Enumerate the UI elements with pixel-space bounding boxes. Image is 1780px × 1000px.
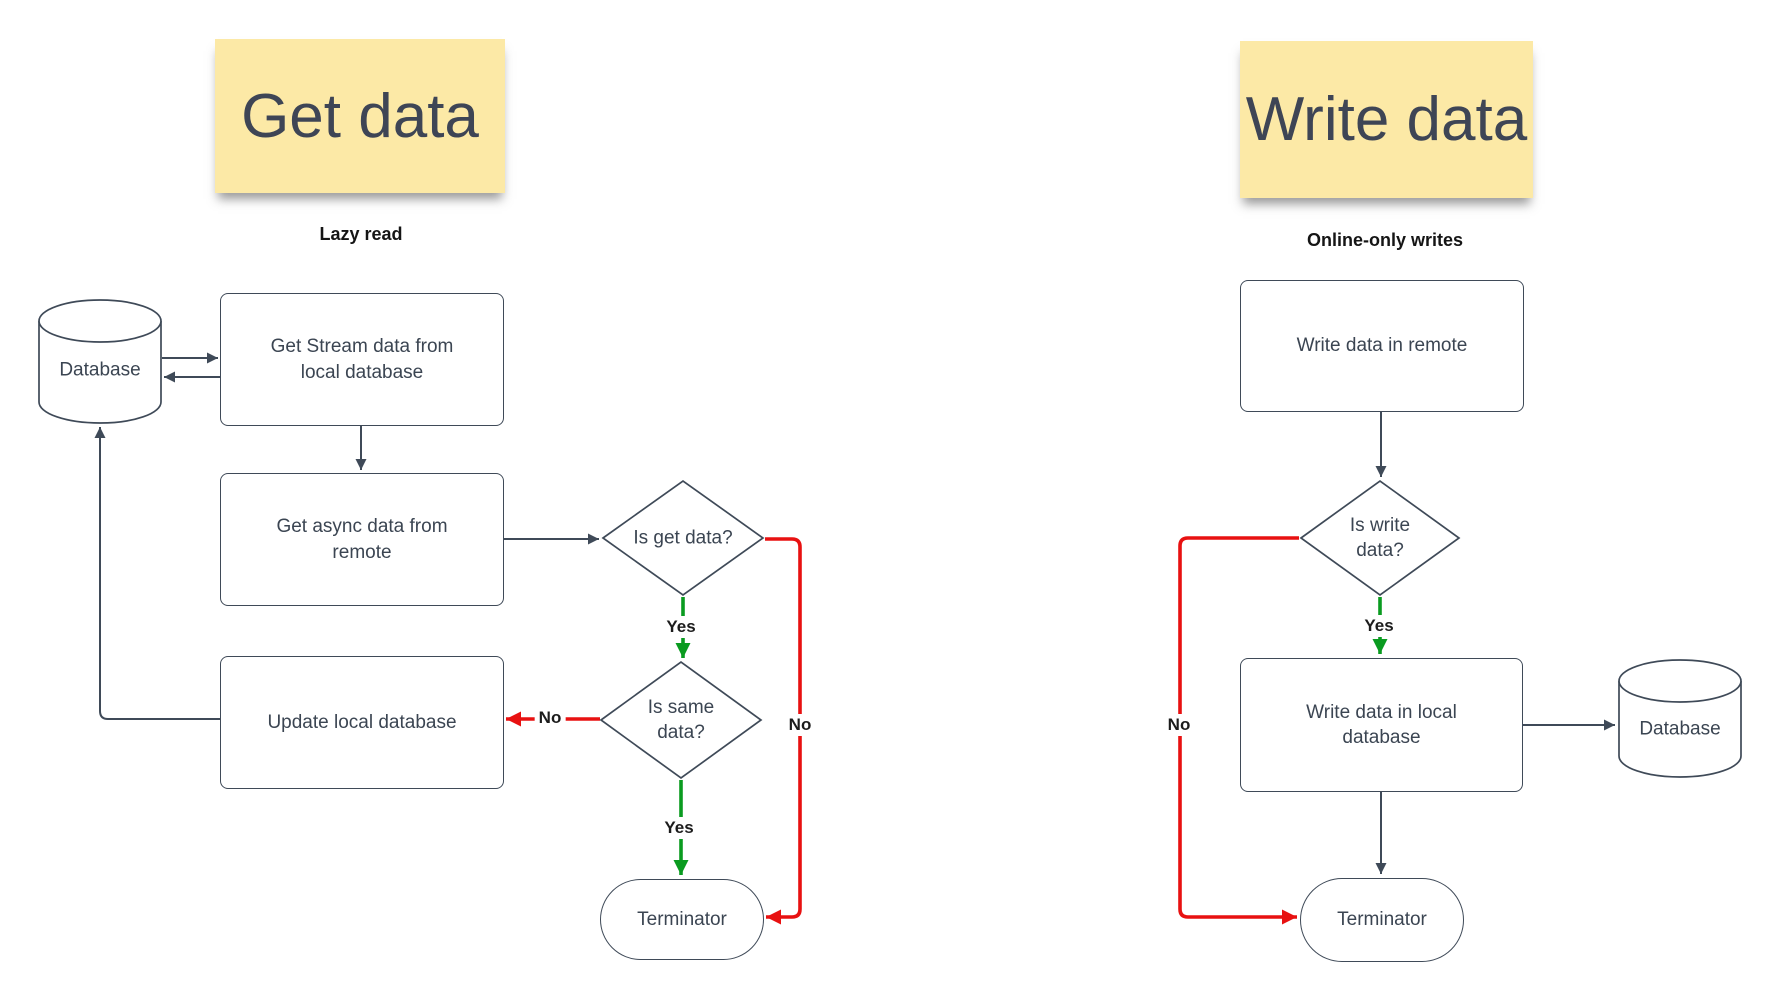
process-write-data-local: Write data in local database — [1240, 658, 1523, 792]
decision-is-get-data — [601, 479, 765, 597]
terminator-left-label: Terminator — [637, 908, 727, 930]
edge-label-isget-no: No — [784, 714, 816, 736]
decision-is-write-data-label: Is write data? — [1349, 514, 1411, 561]
sticky-note-get-data: Get data — [215, 39, 505, 193]
process-write-remote-label: Write data in remote — [1296, 335, 1468, 357]
decision-is-same-data-label: Is same data? — [647, 696, 715, 743]
decision-is-same-data — [599, 660, 763, 780]
database-label-left: Database — [59, 359, 141, 381]
process-write-local-label: Write data in local database — [1306, 701, 1457, 748]
process-get-async-label: Get async data from remote — [276, 516, 448, 563]
database-label-right: Database — [1639, 718, 1721, 740]
process-get-stream-data: Get Stream data from local database — [220, 293, 504, 426]
decision-is-write-data — [1299, 479, 1461, 597]
terminator-left: Terminator — [600, 879, 764, 960]
database-cylinder-left — [38, 299, 162, 424]
edge-update-to-database — [94, 427, 220, 720]
edge-label-iswrite-no: No — [1163, 714, 1195, 736]
chart-title-left: Get data — [241, 81, 479, 151]
sticky-note-write-data: Write data — [1240, 41, 1533, 198]
edge-label-issame-yes: Yes — [660, 817, 698, 839]
terminator-right-label: Terminator — [1337, 909, 1427, 931]
edge-label-isget-yes: Yes — [662, 616, 700, 638]
edge-label-iswrite-yes: Yes — [1360, 615, 1398, 637]
process-get-async-data: Get async data from remote — [220, 473, 504, 606]
database-cylinder-right — [1618, 659, 1742, 778]
edge-label-issame-no: No — [534, 707, 566, 729]
chart-subtitle-right: Online-only writes — [1306, 230, 1464, 250]
decision-is-get-data-label: Is get data? — [633, 527, 733, 549]
terminator-right: Terminator — [1300, 878, 1464, 962]
process-get-stream-label: Get Stream data from local database — [270, 336, 454, 383]
process-write-data-remote: Write data in remote — [1240, 280, 1524, 412]
process-update-local-label: Update local database — [267, 711, 457, 733]
chart-subtitle-left: Lazy read — [319, 224, 403, 244]
chart-title-right: Write data — [1245, 85, 1528, 154]
process-update-local-database: Update local database — [220, 656, 504, 789]
